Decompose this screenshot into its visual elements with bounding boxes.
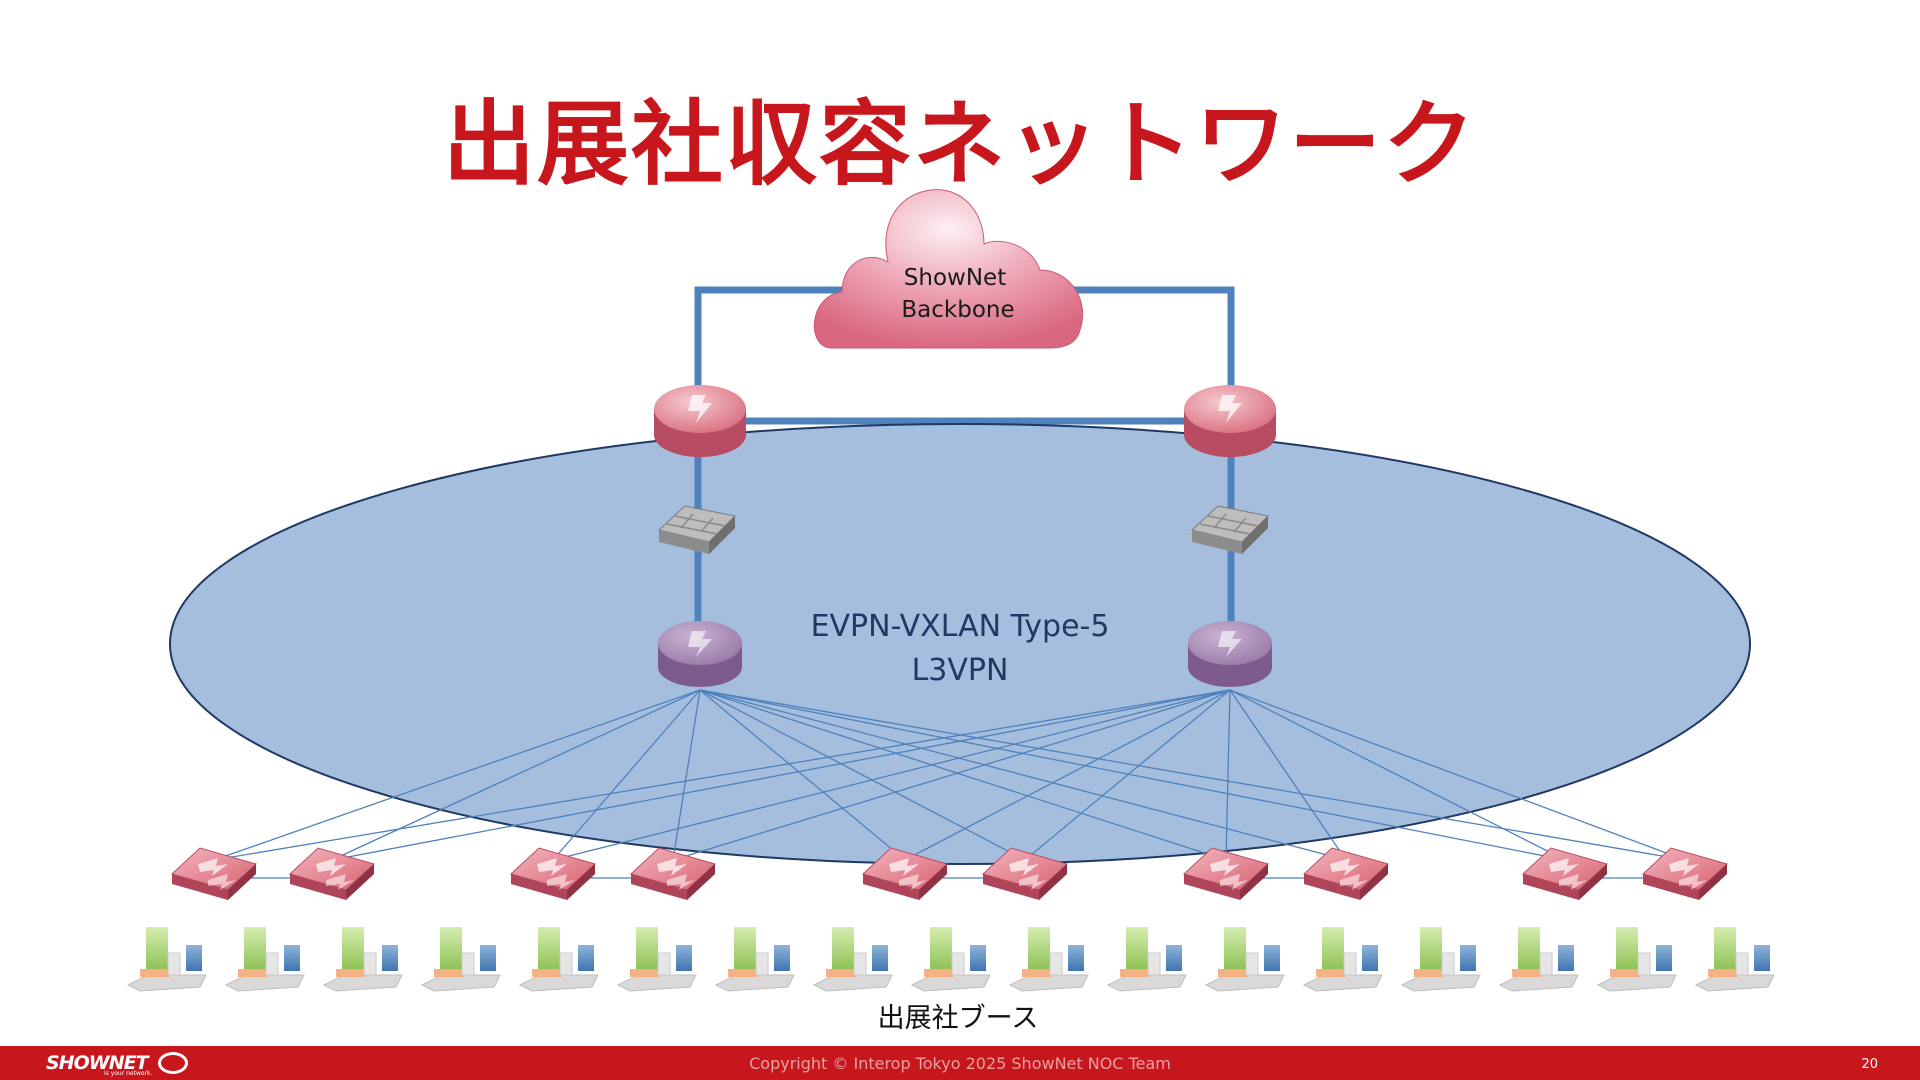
booth-icon <box>420 927 501 992</box>
booth-icon <box>224 927 305 992</box>
fan-link <box>331 689 701 861</box>
fan-link <box>904 689 1231 861</box>
cloud-label-line2: Backbone <box>901 297 1014 323</box>
booth-icon <box>1400 927 1481 992</box>
fan-link <box>672 689 1231 861</box>
booth-icon <box>518 927 599 992</box>
fan-link <box>699 689 906 861</box>
booth-row <box>126 927 1775 992</box>
fan-link <box>672 689 701 861</box>
fan-link <box>331 689 1231 861</box>
switch-icon <box>1183 847 1269 900</box>
booth-icon <box>1694 927 1775 992</box>
fan-link <box>699 689 1227 861</box>
fan-link <box>699 689 1347 861</box>
evpn-vxlan-overlay <box>169 423 1751 865</box>
access-switch-row <box>171 847 1728 900</box>
firewall-icon <box>1190 505 1270 554</box>
booth-icon <box>616 927 697 992</box>
booth-icon <box>322 927 403 992</box>
fan-link <box>552 689 701 861</box>
fan-out-links <box>213 689 1686 879</box>
fan-link <box>1024 689 1231 861</box>
switch-icon <box>1642 847 1728 900</box>
fan-link <box>699 689 1026 861</box>
router-icon <box>1188 621 1272 687</box>
copyright-text: Copyright © Interop Tokyo 2025 ShowNet N… <box>749 1054 1171 1073</box>
network-diagram: ShowNet Backbone <box>126 189 1775 1034</box>
fan-link <box>552 689 1231 861</box>
fan-link <box>213 689 1231 861</box>
booth-icon <box>126 927 207 992</box>
booth-icon <box>1596 927 1677 992</box>
booth-icon <box>714 927 795 992</box>
router-icon <box>658 621 742 687</box>
booth-label: 出展社ブース <box>878 1003 1039 1034</box>
switch-icon <box>982 847 1068 900</box>
logo-tagline: is your network. <box>104 1070 153 1077</box>
router-icon <box>654 385 746 457</box>
booth-icon <box>1302 927 1383 992</box>
fan-link <box>699 689 1686 861</box>
page-number: 20 <box>1861 1057 1878 1072</box>
logo-text: SHOWNET <box>46 1052 149 1074</box>
switch-icon <box>510 847 596 900</box>
shownet-logo: SHOWNET is your network. <box>46 1050 196 1078</box>
switch-icon <box>171 847 257 900</box>
footer-bar: SHOWNET is your network. Copyright © Int… <box>0 1046 1920 1080</box>
logo-ring-icon <box>158 1052 188 1074</box>
switch-icon <box>1522 847 1608 900</box>
overlay-label-line1: EVPN-VXLAN Type-5 <box>811 609 1110 644</box>
slide-title: 出展社収容ネットワーク <box>442 91 1477 198</box>
fan-link <box>213 689 701 861</box>
switch-icon <box>1303 847 1389 900</box>
switch-icon <box>862 847 948 900</box>
booth-icon <box>1008 927 1089 992</box>
booth-icon <box>1498 927 1579 992</box>
booth-icon <box>1204 927 1285 992</box>
switch-icon <box>630 847 716 900</box>
booth-icon <box>812 927 893 992</box>
fan-link <box>1229 689 1347 861</box>
switch-icon <box>289 847 375 900</box>
fan-link <box>699 689 1566 861</box>
fan-link <box>1229 689 1566 861</box>
firewall-icon <box>657 505 737 554</box>
fan-link <box>1225 689 1231 861</box>
fan-link <box>1229 689 1686 861</box>
overlay-label-line2: L3VPN <box>912 653 1009 688</box>
booth-icon <box>910 927 991 992</box>
router-icon <box>1184 385 1276 457</box>
booth-icon <box>1106 927 1187 992</box>
backbone-cloud: ShowNet Backbone <box>813 189 1084 349</box>
cloud-label-line1: ShowNet <box>904 265 1006 291</box>
